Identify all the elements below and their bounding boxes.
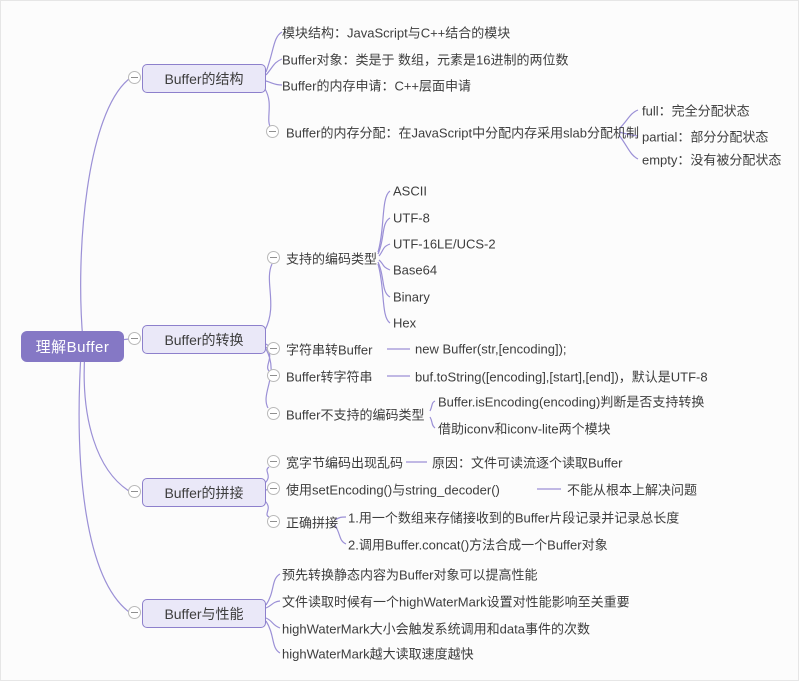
leaf-topic[interactable]: 支持的编码类型 xyxy=(286,251,378,267)
leaf-topic[interactable]: new Buffer(str,[encoding]); xyxy=(415,341,567,357)
branch1-links xyxy=(264,31,639,160)
leaf-topic[interactable]: 宽字节编码出现乱码 xyxy=(286,455,404,471)
collapse-icon[interactable] xyxy=(267,407,280,420)
leaf-topic[interactable]: 不能从根本上解决问题 xyxy=(567,482,698,498)
root-topic[interactable]: 理解Buffer xyxy=(21,331,124,362)
branch2-links xyxy=(264,190,436,429)
collapse-icon[interactable] xyxy=(267,455,280,468)
collapse-icon[interactable] xyxy=(267,342,280,355)
leaf-topic[interactable]: full：完全分配状态 xyxy=(642,103,750,119)
leaf-topic[interactable]: buf.toString([encoding],[start],[end])，默… xyxy=(415,369,708,385)
collapse-icon[interactable] xyxy=(128,71,141,84)
leaf-topic[interactable]: 1.用一个数组来存储接收到的Buffer片段记录并记录总长度 xyxy=(348,510,680,526)
leaf-topic[interactable]: 借助iconv和iconv-lite两个模块 xyxy=(438,421,611,437)
collapse-icon[interactable] xyxy=(128,332,141,345)
collapse-icon[interactable] xyxy=(267,251,280,264)
leaf-topic[interactable]: Binary xyxy=(393,289,430,305)
leaf-topic[interactable]: Buffer不支持的编码类型 xyxy=(286,407,425,423)
leaf-topic[interactable]: highWaterMark越大读取速度越快 xyxy=(282,646,474,662)
leaf-topic[interactable]: Hex xyxy=(393,315,417,331)
leaf-topic[interactable]: Buffer的内存分配：在JavaScript中分配内存采用slab分配机制 xyxy=(286,125,639,141)
collapse-icon[interactable] xyxy=(267,482,280,495)
leaf-topic[interactable]: empty：没有被分配状态 xyxy=(642,152,782,168)
leaf-topic[interactable]: 正确拼接 xyxy=(286,515,339,531)
leaf-topic[interactable]: 使用setEncoding()与string_decoder() xyxy=(286,482,500,498)
collapse-icon[interactable] xyxy=(267,369,280,382)
branch3-links xyxy=(264,461,561,545)
collapse-icon[interactable] xyxy=(267,515,280,528)
leaf-topic[interactable]: 原因：文件可读流逐个读取Buffer xyxy=(432,455,623,471)
leaf-topic[interactable]: partial：部分分配状态 xyxy=(642,129,769,145)
branch-topic-performance[interactable]: Buffer与性能 xyxy=(142,599,266,628)
leaf-topic[interactable]: Base64 xyxy=(393,262,438,278)
leaf-topic[interactable]: 字符串转Buffer xyxy=(286,342,373,358)
collapse-icon[interactable] xyxy=(128,485,141,498)
leaf-topic[interactable]: Buffer对象：类是于 数组，元素是16进制的两位数 xyxy=(282,52,569,68)
branch-topic-concat[interactable]: Buffer的拼接 xyxy=(142,478,266,507)
leaf-topic[interactable]: Buffer.isEncoding(encoding)判断是否支持转换 xyxy=(438,394,705,410)
leaf-topic[interactable]: highWaterMark大小会触发系统调用和data事件的次数 xyxy=(282,621,590,637)
leaf-topic[interactable]: UTF-8 xyxy=(393,210,430,226)
leaf-topic[interactable]: 预先转换静态内容为Buffer对象可以提高性能 xyxy=(282,567,538,583)
leaf-topic[interactable]: ASCII xyxy=(393,183,427,199)
collapse-icon[interactable] xyxy=(266,125,279,138)
collapse-icon[interactable] xyxy=(128,606,141,619)
branch-topic-conversion[interactable]: Buffer的转换 xyxy=(142,325,266,354)
leaf-topic[interactable]: 2.调用Buffer.concat()方法合成一个Buffer对象 xyxy=(348,537,608,553)
leaf-topic[interactable]: UTF-16LE/UCS-2 xyxy=(393,236,496,252)
leaf-topic[interactable]: 文件读取时候有一个highWaterMark设置对性能影响至关重要 xyxy=(282,594,630,610)
branch4-links xyxy=(265,573,281,654)
leaf-topic[interactable]: Buffer的内存申请：C++层面申请 xyxy=(282,78,472,94)
leaf-topic[interactable]: 模块结构：JavaScript与C++结合的模块 xyxy=(282,25,511,41)
leaf-topic[interactable]: Buffer转字符串 xyxy=(286,369,373,385)
branch-topic-structure[interactable]: Buffer的结构 xyxy=(142,64,266,93)
